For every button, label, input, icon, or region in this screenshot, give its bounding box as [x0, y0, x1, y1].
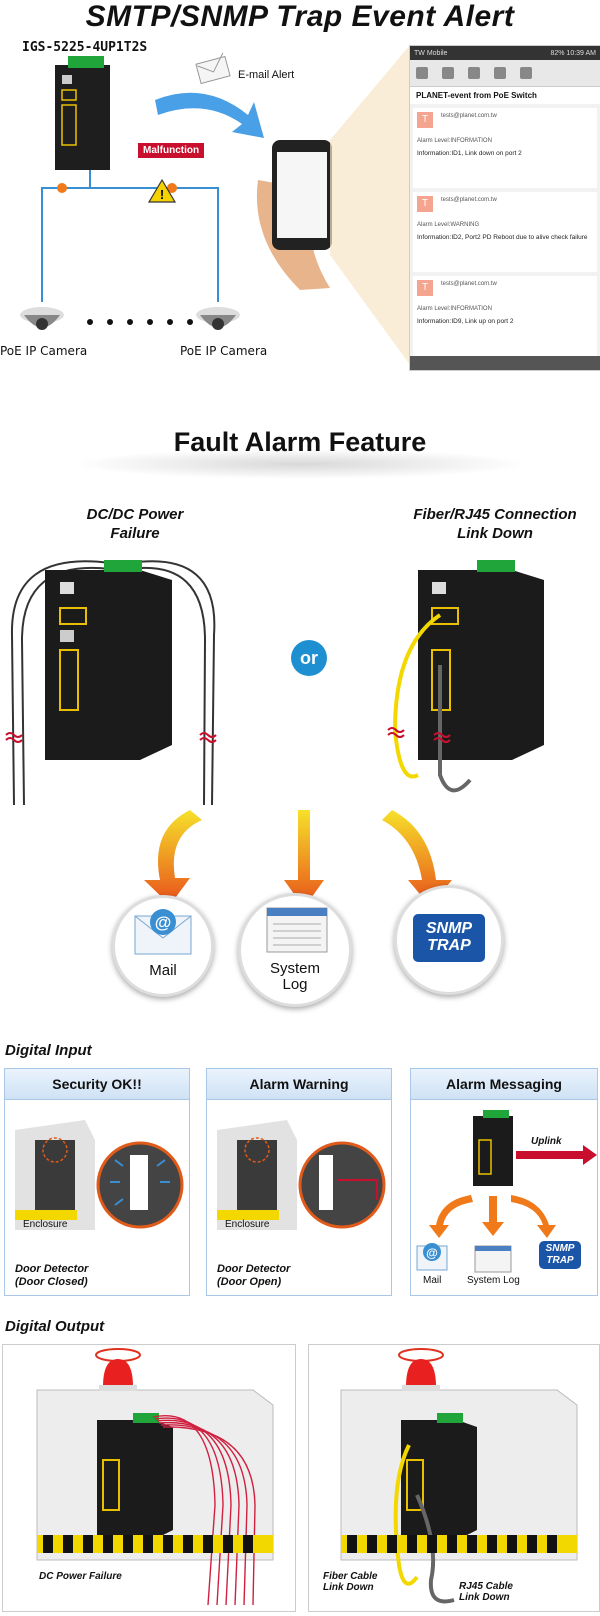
door-detector-label: Door Detector (Door Open)	[217, 1263, 291, 1288]
alarm-level: Alarm Level:WARNING	[417, 222, 480, 228]
alarm-info: Information:ID2, Port2 PD Reboot due to …	[417, 234, 588, 241]
dc-failure-illustration	[36, 1348, 274, 1606]
alarm-level: Alarm Level:INFORMATION	[417, 306, 492, 312]
email-subject: PLANET-event from PoE Switch	[410, 87, 600, 104]
arrow-icon	[382, 810, 452, 906]
system-log-icon	[474, 1245, 512, 1273]
switch-icon	[45, 560, 172, 760]
switch-icon	[401, 1413, 477, 1540]
fiber-link-down-label: Fiber Cable Link Down	[323, 1571, 378, 1593]
link-down-illustration	[340, 1348, 578, 1604]
uplink-label: Uplink	[531, 1136, 562, 1147]
email-toolbar	[410, 60, 600, 87]
switch-icon	[55, 56, 110, 170]
snmp-circle: SNMP TRAP	[394, 885, 504, 995]
door-open-illustration	[217, 1120, 386, 1230]
svg-text:@: @	[426, 1246, 438, 1260]
switch-model-label: IGS-5225-4UP1T2S	[22, 40, 148, 55]
switch-icon	[418, 560, 544, 760]
mail-icon: @	[134, 909, 192, 955]
dc-power-heading: DC/DC Power Failure	[86, 506, 184, 542]
digital-input-heading: Digital Input	[5, 1042, 92, 1059]
enclosure-label: Enclosure	[225, 1219, 270, 1230]
enclosure-label: Enclosure	[23, 1219, 68, 1230]
or-badge: or	[291, 640, 327, 676]
camera-icon	[196, 307, 240, 330]
alarm-messaging-panel: Alarm Messaging @ Uplink Mail System Log…	[410, 1068, 598, 1296]
avatar: T	[417, 112, 433, 128]
avatar: T	[417, 196, 433, 212]
panel-title: Alarm Messaging	[411, 1069, 597, 1100]
dc-power-failure-label: DC Power Failure	[39, 1571, 122, 1582]
carrier-text: TW Mobile	[414, 49, 448, 57]
alarm-level: Alarm Level:INFORMATION	[417, 138, 492, 144]
link-down-heading: Fiber/RJ45 Connection Link Down	[413, 506, 577, 542]
door-detector-label: Door Detector (Door Closed)	[15, 1263, 89, 1288]
mail-circle: @ Mail	[112, 895, 214, 997]
panel-title: Alarm Warning	[207, 1069, 391, 1100]
alarm-info: Information:ID9, Link up on port 2	[417, 318, 514, 325]
arrow-icon	[516, 1145, 597, 1165]
dc-power-failure-panel: DC Power Failure	[2, 1344, 296, 1612]
alarm-light-icon	[398, 1348, 444, 1391]
fault-switches	[5, 560, 544, 806]
title-shadow	[70, 449, 530, 479]
output-arrows	[144, 810, 452, 908]
switch-icon	[97, 1413, 173, 1540]
avatar: T	[417, 280, 433, 296]
fault-alarm-title: Fault Alarm Feature	[173, 427, 427, 457]
alarm-info: Information:ID1, Link down on port 2	[417, 150, 522, 157]
camera-label: PoE IP Camera	[0, 344, 88, 358]
email-message[interactable]: T tests@planet.com.tw Alarm Level:WARNIN…	[413, 192, 597, 272]
svg-text:!: !	[160, 187, 164, 202]
camera-label: PoE IP Camera	[180, 344, 268, 358]
email-alert-label: E-mail Alert	[238, 69, 295, 81]
door-closed-illustration	[15, 1120, 184, 1230]
arrow-icon	[284, 810, 324, 908]
sender: tests@planet.com.tw	[441, 197, 497, 203]
system-log-label: System Log	[467, 1275, 520, 1286]
rj45-link-down-label: RJ45 Cable Link Down	[459, 1581, 513, 1603]
system-log-label: System Log	[269, 960, 320, 993]
warning-icon	[147, 178, 177, 203]
link-down-panel: Fiber Cable Link Down RJ45 Cable Link Do…	[308, 1344, 600, 1612]
sender: tests@planet.com.tw	[441, 281, 497, 287]
security-ok-panel: Security OK!! Enclosure Door Detector (D…	[4, 1068, 190, 1296]
email-message[interactable]: T tests@planet.com.tw Alarm Level:INFORM…	[413, 276, 597, 356]
back-icon[interactable]	[416, 67, 428, 79]
syslog-circle: System Log	[238, 893, 352, 1007]
archive-icon[interactable]	[442, 67, 454, 79]
status-bar: TW Mobile 82% 10:39 AM	[410, 46, 600, 60]
email-client-screenshot: TW Mobile 82% 10:39 AM PLANET-event from…	[409, 45, 600, 371]
messaging-illustration: @	[416, 1110, 597, 1273]
menu-icon[interactable]	[520, 67, 532, 79]
arrow-icon	[155, 92, 264, 138]
phone-icon	[256, 140, 332, 290]
arrow-icon	[144, 810, 202, 905]
mail-icon: @	[416, 1243, 448, 1271]
alarm-light-icon	[95, 1348, 141, 1391]
mail-label: Mail	[423, 1275, 442, 1286]
delete-icon[interactable]	[468, 67, 480, 79]
network-diagram: !	[20, 45, 410, 365]
battery-time-text: 82% 10:39 AM	[550, 49, 596, 57]
snmp-trap-icon: SNMP TRAP	[413, 914, 485, 962]
email-message[interactable]: T tests@planet.com.tw Alarm Level:INFORM…	[413, 108, 597, 188]
system-log-icon	[266, 907, 328, 953]
nav-bar	[410, 356, 600, 370]
svg-text:@: @	[155, 913, 172, 932]
camera-icon	[20, 307, 64, 330]
malfunction-badge: Malfunction	[138, 143, 205, 158]
alarm-warning-panel: Alarm Warning Enclosure Door Detector (D…	[206, 1068, 392, 1296]
mail-label: Mail	[149, 962, 177, 979]
main-title: SMTP/SNMP Trap Event Alert	[85, 0, 515, 33]
sender: tests@planet.com.tw	[441, 113, 497, 119]
mail-icon[interactable]	[494, 67, 506, 79]
panel-title: Security OK!!	[5, 1069, 189, 1100]
envelope-icon	[195, 52, 231, 85]
digital-output-heading: Digital Output	[5, 1318, 105, 1335]
snmp-trap-icon: SNMP TRAP	[539, 1241, 581, 1269]
switch-icon	[473, 1110, 513, 1186]
